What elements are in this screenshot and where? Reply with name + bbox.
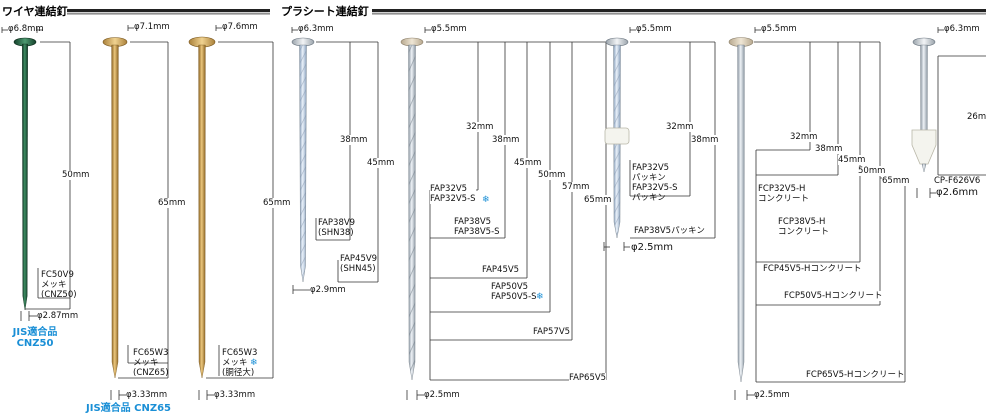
nail-fcp-head-dia: φ5.5mm: [761, 24, 797, 34]
nail-fap-packing-model-1: FAP38V5パッキン: [634, 226, 705, 236]
nail-fcp-model-4: FCP65V5-Hコンクリート: [806, 370, 905, 380]
nail-fap-packing-shank-dia: φ2.5mm: [631, 242, 673, 253]
nail-fcp-model-3: FCP50V5-Hコンクリート: [784, 291, 883, 301]
nail-fap-long-model-2: FAP45V5: [482, 265, 520, 275]
nail-fap-small-model-1: FAP45V9 (SHN45): [340, 254, 378, 274]
nail-fc65w3b-label: FC65W3 メッキ (胴径大): [222, 348, 258, 378]
nail-fap-small-length-1: 45mm: [367, 158, 395, 168]
section-title-wire: ワイヤ連結釘: [2, 5, 68, 18]
nail-fap-long-head-dia: φ5.5mm: [431, 24, 467, 34]
nail-fap-small-image: [291, 37, 315, 283]
nail-fap-long-length-3: 50mm: [538, 170, 566, 180]
snowflake-icon-3: ❄: [536, 292, 544, 302]
nail-fc50v9-length: 50mm: [62, 170, 90, 180]
nail-fc65w3b-image: [188, 36, 216, 379]
nail-fap-small-head-dia: φ6.3mm: [298, 24, 334, 34]
nail-fap-long-model-3: FAP50V5 FAP50V5-S: [491, 282, 537, 302]
nail-fap-packing-head-dia: φ5.5mm: [636, 24, 672, 34]
nail-fcp-length-0: 32mm: [790, 132, 818, 142]
nail-fcp-length-3: 50mm: [858, 166, 886, 176]
nail-fc50v9-image: [13, 37, 37, 311]
nail-fc65w3a-image: [102, 37, 128, 379]
nail-fap-long-length-2: 45mm: [514, 158, 542, 168]
nail-fap-long-image: [400, 37, 424, 381]
nail-cp-label: CP-F626V6: [934, 176, 981, 186]
nail-cp-dimension-lines: [916, 27, 986, 198]
nail-fap-small-length-0: 38mm: [340, 135, 368, 145]
nail-fap-packing-length-1: 38mm: [691, 135, 719, 145]
nail-fcp-length-2: 45mm: [838, 155, 866, 165]
nail-fap-small-model-0: FAP38V9 (SHN38): [318, 218, 356, 238]
nail-fap-long-length-1: 38mm: [492, 135, 520, 145]
nail-fc65w3b-shank-dia: φ3.33mm: [214, 390, 256, 400]
snowflake-icon-2: ❄: [482, 195, 490, 205]
nail-fap-long-model-5: FAP65V5: [569, 373, 607, 383]
nail-fcp-dimension-lines: [734, 27, 906, 400]
nail-fc65w3b-dimension-lines: [198, 25, 274, 400]
nail-fcp-image: [728, 37, 754, 383]
nail-fc50v9-head-dia: φ6.8mm: [8, 24, 44, 34]
nail-fc50v9-jis: JIS適合品 CNZ50: [12, 327, 58, 349]
nail-fc50v9-label: FC50V9 メッキ (CNZ50): [41, 270, 77, 300]
nail-fap-long-model-1: FAP38V5 FAP38V5-S: [454, 217, 500, 237]
nail-cp-head-dia: φ6.3mm: [944, 24, 980, 34]
nail-fcp-model-2: FCP45V5-Hコンクリート: [763, 264, 862, 274]
nail-fap-packing-model-0: FAP32V5 パッキン FAP32V5-S パッキン: [632, 163, 678, 203]
nail-fap-long-length-4: 57mm: [562, 182, 590, 192]
nail-fap-long-shank-dia: φ2.5mm: [424, 390, 460, 400]
nail-fcp-model-0: FCP32V5-H コンクリート: [758, 184, 810, 204]
nail-fcp-length-1: 38mm: [815, 144, 843, 154]
section-header-bars: [67, 9, 986, 15]
nail-fap-long-model-0: FAP32V5 FAP32V5-S: [430, 184, 476, 204]
nail-cp-image: [911, 37, 937, 173]
nail-fap-packing-image: [604, 37, 630, 239]
nail-fc65w3a-jis: JIS適合品 CNZ65: [86, 403, 171, 414]
nail-fcp-model-1: FCP38V5-H コンクリート: [778, 217, 830, 237]
nail-fc65w3b-head-dia: φ7.6mm: [222, 22, 258, 32]
snowflake-icon: ❄: [250, 358, 258, 368]
nail-fc65w3a-dimension-lines: [110, 25, 169, 400]
nail-fc50v9-shank-dia: φ2.87mm: [37, 311, 79, 321]
nail-fap-long-length-5: 65mm: [584, 195, 612, 205]
nail-fap-long-dimension-lines: [406, 27, 607, 400]
nail-fap-long-length-0: 32mm: [466, 122, 494, 132]
nail-fcp-length-4: 65mm: [882, 176, 910, 186]
nail-fap-packing-length-0: 32mm: [666, 122, 694, 132]
nail-fap-small-shank-dia: φ2.9mm: [310, 285, 346, 295]
nail-fcp-shank-dia: φ2.5mm: [754, 390, 790, 400]
section-title-plastic: プラシート連結釘: [281, 5, 369, 18]
nail-cp-length: 26mm: [967, 112, 986, 122]
nail-fc65w3a-shank-dia: φ3.33mm: [126, 390, 168, 400]
nail-fap-long-model-4: FAP57V5: [533, 327, 571, 337]
nail-fc65w3a-label: FC65W3 メッキ (CNZ65): [133, 348, 169, 378]
nail-fc65w3b-length: 65mm: [263, 198, 291, 208]
nail-fc65w3a-head-dia: φ7.1mm: [134, 22, 170, 32]
nail-fc65w3a-length: 65mm: [158, 198, 186, 208]
nail-cp-shank-dia: φ2.6mm: [936, 187, 978, 198]
